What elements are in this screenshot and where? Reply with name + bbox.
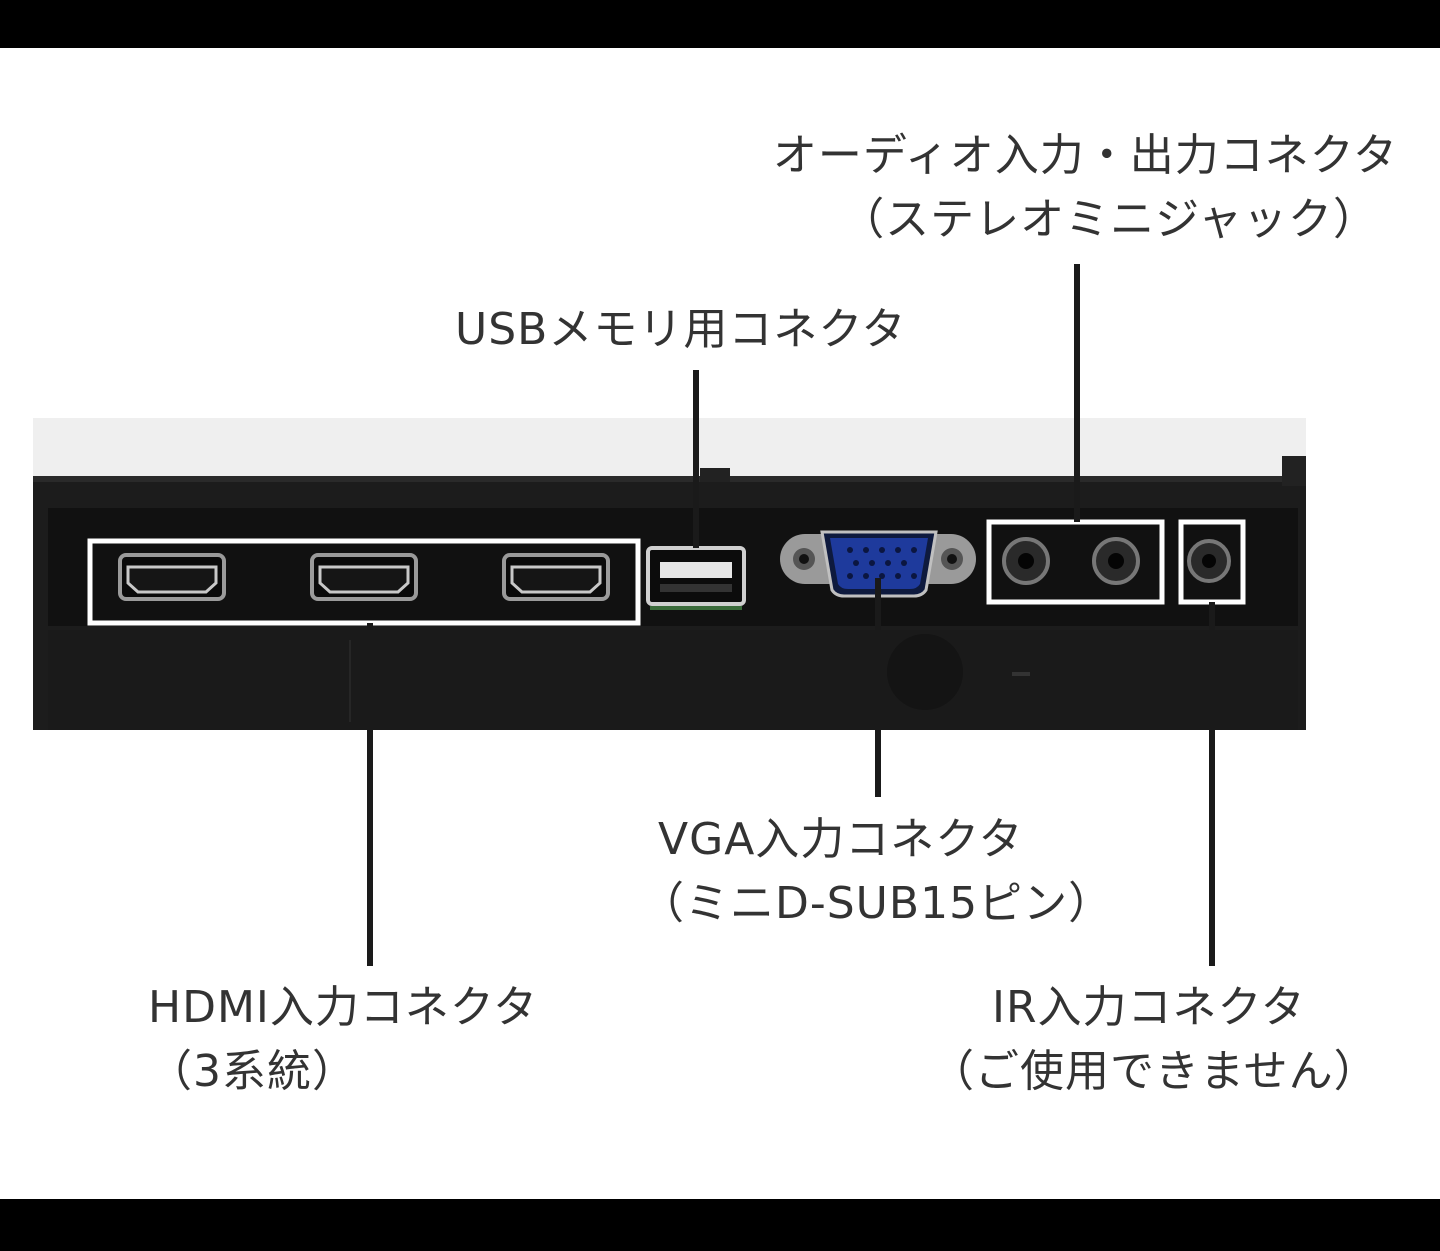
audio-jacks — [1002, 537, 1140, 585]
ir-label-line1: IR入力コネクタ — [992, 982, 1306, 1033]
ir-connector-label: IR入力コネクタ （ご使用できません） — [930, 976, 1379, 1104]
usb-connector-label: USBメモリ用コネクタ — [455, 298, 907, 362]
ir-label-line2: （ご使用できません） — [930, 1046, 1379, 1097]
vga-port — [780, 530, 976, 598]
vga-label-line2: （ミニD-SUB15ピン） — [640, 878, 1114, 929]
top-black-bar — [0, 0, 1440, 48]
hdmi-label-line1: HDMI入力コネクタ — [148, 982, 539, 1033]
vga-label-line1: VGA入力コネクタ — [658, 814, 1024, 865]
hdmi-connector-label: HDMI入力コネクタ （3系統） — [148, 976, 538, 1104]
hdmi-ports — [118, 553, 610, 601]
hdmi-highlight-box — [87, 538, 641, 626]
hdmi-port-1 — [118, 553, 226, 601]
vga-connector-label: VGA入力コネクタ （ミニD-SUB15ピン） — [640, 808, 1113, 936]
ir-jack — [1187, 539, 1231, 583]
panel-top-surface — [33, 418, 1306, 480]
usb-port — [646, 546, 746, 610]
hdmi-label-line2: （3系統） — [148, 1046, 357, 1097]
leader-lines — [367, 264, 1215, 966]
audio-label-line2: （ステレオミニジャック） — [840, 194, 1378, 245]
hdmi-port-3 — [502, 553, 610, 601]
hdmi-port-2 — [310, 553, 418, 601]
usb-label-line1: USBメモリ用コネクタ — [455, 304, 907, 355]
audio-connector-label: オーディオ入力・出力コネクタ （ステレオミニジャック） — [773, 124, 1398, 252]
bottom-black-bar — [0, 1199, 1440, 1251]
audio-label-line1: オーディオ入力・出力コネクタ — [772, 130, 1398, 181]
